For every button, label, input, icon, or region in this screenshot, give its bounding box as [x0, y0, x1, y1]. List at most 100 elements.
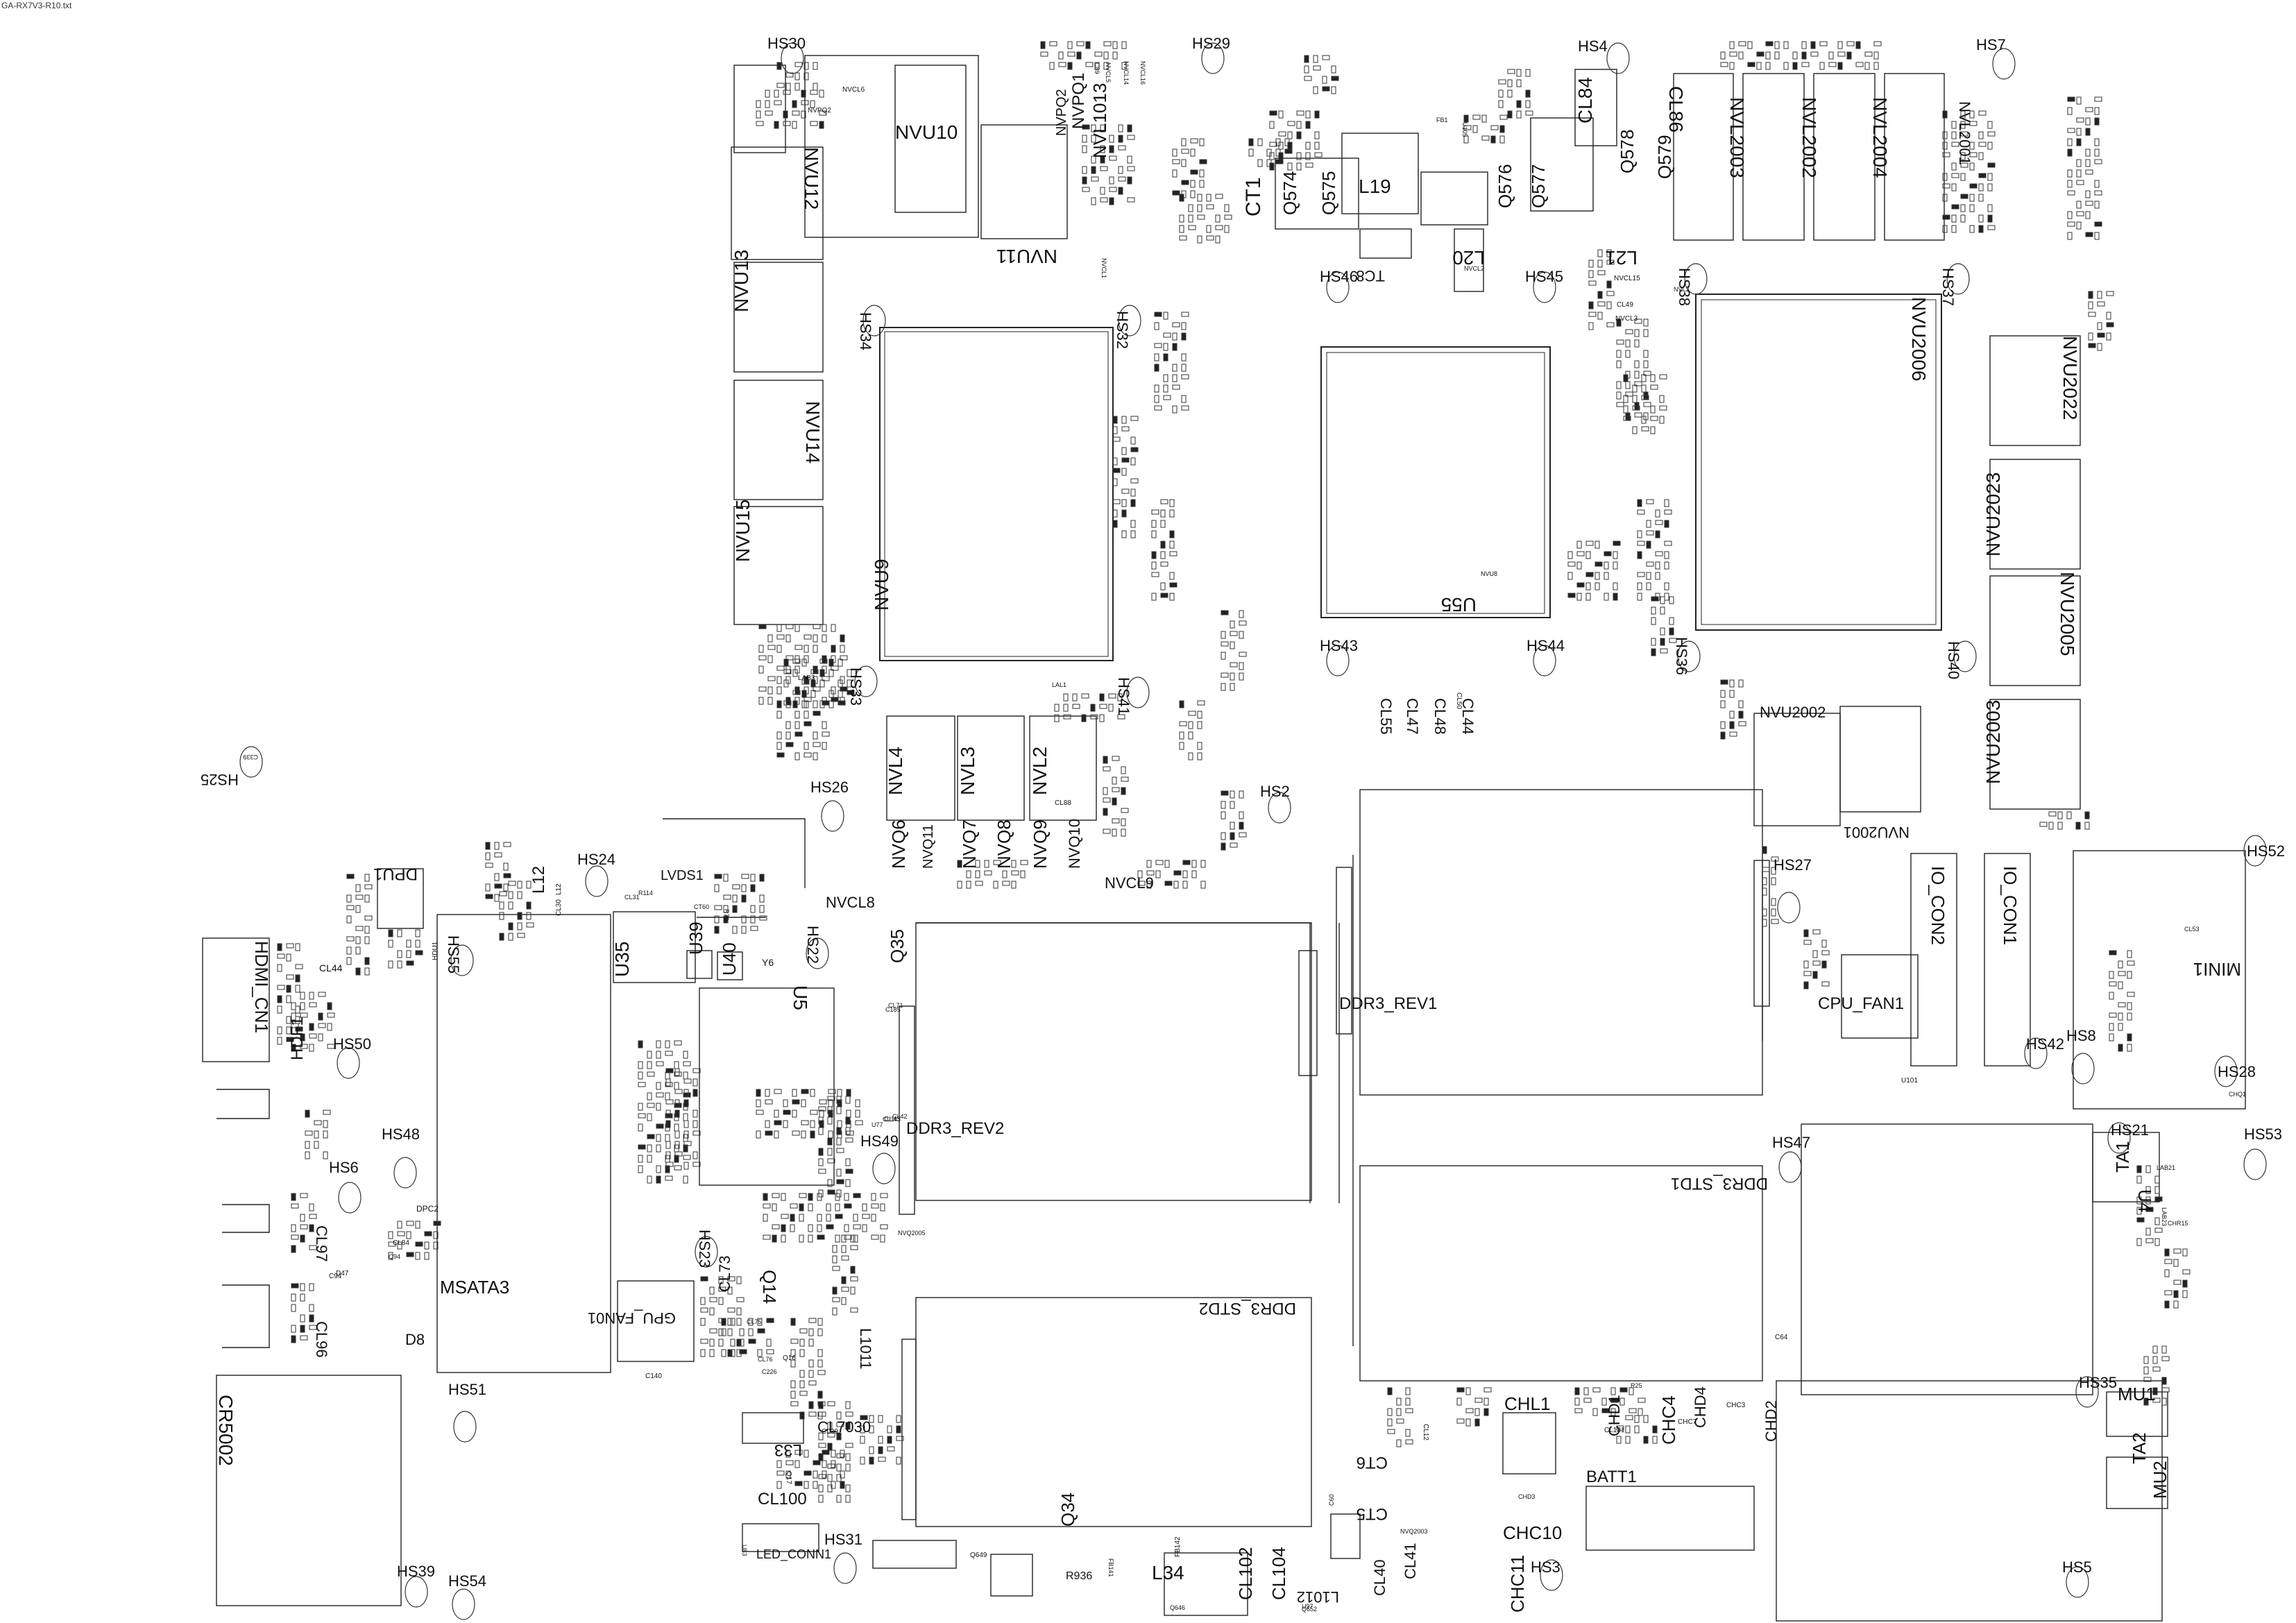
heatsink-label-hs55: HS55: [445, 935, 462, 974]
smd-pad: [1756, 62, 1762, 70]
smd-pad: [845, 1443, 853, 1448]
smd-pad: [748, 1339, 756, 1344]
smd-pad: [1616, 391, 1622, 400]
smd-pad: [1137, 870, 1143, 878]
smd-pad: [776, 731, 782, 740]
smd-pad: [1634, 381, 1642, 386]
smd-pad: [300, 1012, 308, 1018]
smd-pad: [1117, 714, 1125, 720]
smd-pad: [741, 926, 747, 934]
smd-pad: [871, 1234, 879, 1240]
smd-pad: [776, 83, 785, 88]
nvl2003-box: [1673, 73, 1734, 241]
smd-pad: [1230, 672, 1235, 681]
smd-pad: [1130, 530, 1136, 538]
smd-pad: [1762, 867, 1770, 872]
smd-pad: [499, 891, 507, 897]
smd-pad: [2067, 169, 2073, 178]
smd-pad: [844, 1224, 849, 1232]
usb-frame-3: [222, 1284, 270, 1348]
smd-pad: [692, 1151, 698, 1159]
smd-pad: [847, 679, 852, 688]
smd-pad: [810, 90, 818, 95]
ddr-rev1-latch-left: [1336, 867, 1352, 1035]
smd-pad: [291, 1325, 296, 1333]
smd-pad: [291, 1335, 296, 1343]
smd-pad: [656, 1175, 661, 1184]
smd-pad: [1738, 679, 1744, 688]
smd-pad: [300, 1224, 308, 1230]
smd-pad: [803, 1450, 809, 1458]
smd-pad: [758, 686, 767, 692]
smd-pad: [1160, 499, 1168, 504]
smd-pad: [1625, 339, 1631, 348]
smd-pad: [801, 1130, 806, 1139]
smd-pad: [1846, 51, 1852, 60]
smd-pad: [1483, 1397, 1489, 1406]
smd-pad: [656, 1092, 664, 1098]
heatsink-label-hs8: HS8: [2066, 1027, 2096, 1044]
smd-pad: [1650, 374, 1656, 382]
smd-pad: [862, 1214, 870, 1219]
smd-pad: [1181, 312, 1189, 317]
smd-pad: [808, 1193, 813, 1201]
smd-pad: [1864, 51, 1873, 57]
smd-pad: [1206, 225, 1211, 233]
heatsink-label-hs53: HS53: [2244, 1125, 2282, 1143]
smd-pad: [855, 1110, 860, 1118]
component-label-mu2: MU2: [2150, 1461, 2170, 1499]
smd-pad: [1230, 641, 1235, 649]
smd-pad: [785, 634, 791, 643]
smd-pad: [774, 1089, 782, 1094]
smd-pad: [1127, 155, 1132, 164]
smd-pad: [1592, 1387, 1601, 1393]
smd-pad: [1130, 457, 1136, 466]
smd-pad: [1109, 176, 1114, 185]
smd-pad: [840, 1481, 845, 1489]
smd-pad: [835, 1203, 840, 1212]
hdmi-cn1-box: [202, 937, 270, 1062]
smd-pad: [2057, 822, 2063, 830]
smd-pad: [406, 1231, 411, 1239]
smd-pad: [765, 100, 770, 108]
smd-pad: [837, 679, 843, 688]
heatsink-mount-hs41: [1126, 677, 1150, 708]
smd-pad: [1783, 41, 1789, 49]
smd-pad: [1112, 756, 1120, 761]
smd-pad: [674, 1103, 682, 1108]
smd-pad: [2048, 822, 2054, 830]
smd-pad: [750, 926, 758, 931]
smd-pad: [1474, 1418, 1480, 1427]
smd-pad: [1969, 204, 1975, 212]
smd-pad: [817, 1214, 822, 1222]
smd-pad: [803, 645, 809, 653]
smd-pad: [683, 1061, 691, 1067]
part-label: CL84: [393, 1239, 409, 1247]
smd-pad: [300, 1002, 305, 1010]
smd-pad: [1987, 225, 1996, 230]
smd-pad: [1269, 121, 1275, 129]
smd-pad: [1181, 364, 1187, 372]
smd-pad: [739, 1339, 745, 1347]
smd-pad: [1100, 197, 1108, 203]
smd-pad: [1049, 62, 1055, 70]
smd-pad: [1118, 176, 1126, 182]
smd-pad: [2084, 811, 2090, 819]
smd-pad: [1651, 617, 1656, 625]
smd-pad: [1206, 235, 1214, 241]
smd-pad: [2109, 971, 2114, 979]
smd-pad: [300, 1314, 305, 1323]
smd-pad: [1803, 940, 1812, 945]
smd-pad: [295, 1005, 300, 1014]
smd-pad: [1606, 301, 1612, 309]
component-label-cl102: CL102: [1235, 1547, 1256, 1600]
heatsink-label-hs2: HS2: [1260, 783, 1290, 800]
component-label-io_con1: IO_CON1: [2000, 866, 2021, 945]
smd-pad: [2118, 1044, 2123, 1052]
smd-pad: [1100, 124, 1105, 133]
smd-pad: [2067, 221, 2075, 227]
smd-pad: [2127, 1033, 2132, 1042]
smd-pad: [1720, 62, 1728, 67]
smd-pad: [1597, 270, 1606, 275]
smd-pad: [1720, 721, 1726, 729]
